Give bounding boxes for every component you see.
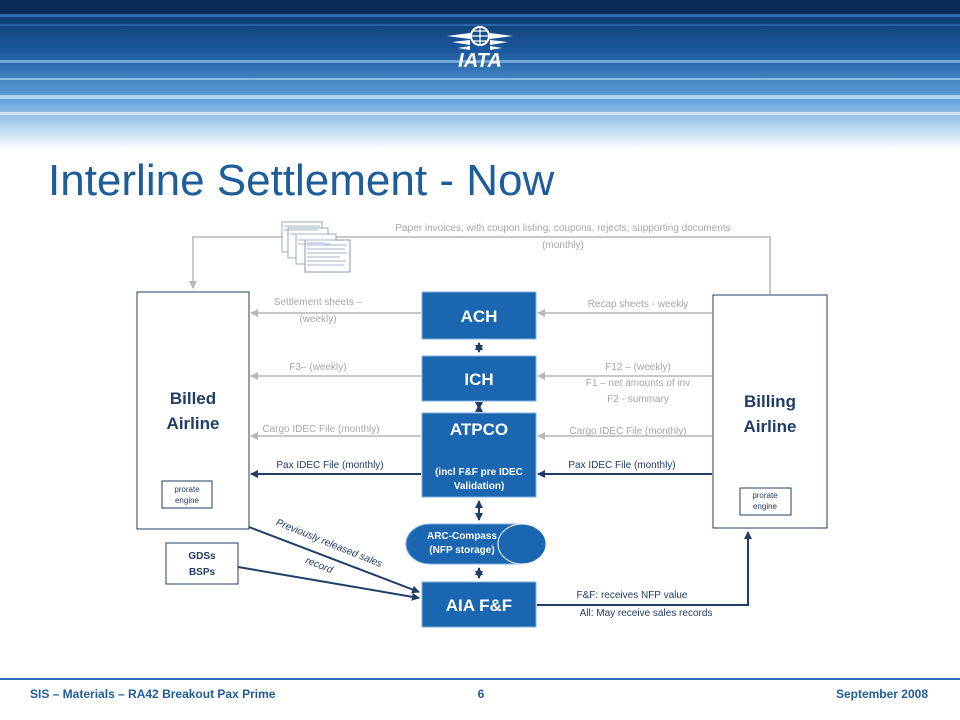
atpco-sub-label: (incl F&F pre IDEC [435, 467, 523, 478]
slide-title: Interline Settlement - Now [48, 156, 555, 205]
pax-idec-left-label: Pax IDEC File (monthly) [276, 460, 383, 471]
prorate-engine-label-right: prorate [752, 491, 778, 500]
paper-invoices-connector [189, 236, 771, 294]
f2-label: F2 - summary [607, 394, 669, 405]
pax-idec-right-label: Pax IDEC File (monthly) [568, 460, 675, 471]
aia-ff-label: AIA F&F [446, 596, 512, 615]
settlement-sheets-period: (weekly) [299, 314, 336, 325]
prorate-engine-box-right [739, 487, 792, 516]
ich-box: ICH [421, 355, 537, 402]
ff-receives-label: F&F: receives NFP value [577, 590, 688, 601]
atpco-sub-label-2: Validation) [454, 481, 505, 492]
iata-logo-icon [447, 26, 513, 50]
prorate-engine-label-left: prorate [174, 485, 200, 494]
arc-compass-storage: ARC-Compass (NFP storage) [405, 523, 547, 565]
billing-airline-box: Billing Airline prorate engine [712, 294, 828, 529]
billed-airline-label-2: Airline [167, 414, 220, 433]
billed-airline-box: Billed Airline prorate engine [136, 291, 250, 530]
bsp-label: BSPs [189, 567, 216, 578]
atpco-box: ATPCO (incl F&F pre IDEC Validation) [421, 412, 537, 498]
footer-date: September 2008 [836, 687, 928, 701]
paper-invoices-label: Paper invoices, with coupon listing, cou… [395, 223, 730, 234]
gds-bsp-box: GDSs BSPs [165, 542, 239, 585]
header-banner: IATA [0, 0, 960, 150]
cargo-idec-right-label: Cargo IDEC File (monthly) [569, 426, 686, 437]
atpco-label: ATPCO [450, 420, 508, 439]
billing-airline-label-2: Airline [744, 417, 797, 436]
f1-label: F1 – net amounts of inv [586, 378, 691, 389]
prorate-engine-label-right-2: engine [753, 502, 778, 511]
footer: SIS – Materials – RA42 Breakout Pax Prim… [0, 678, 960, 701]
logo-text: IATA [458, 50, 502, 72]
ach-label: ACH [461, 307, 498, 326]
settlement-sheets-label: Settlement sheets – [274, 297, 363, 308]
prorate-engine-box-left [161, 480, 213, 509]
gray-flow-arrows [250, 309, 712, 440]
aia-ff-box: AIA F&F [421, 581, 537, 628]
arc-compass-label-2: (NFP storage) [429, 545, 494, 556]
cargo-idec-left-label: Cargo IDEC File (monthly) [262, 424, 379, 435]
dark-flow-arrows [237, 470, 752, 606]
ach-box: ACH [421, 291, 537, 340]
billed-airline-label: Billed [170, 389, 216, 408]
footer-left-text: SIS – Materials – RA42 Breakout Pax Prim… [30, 687, 276, 701]
ich-label: ICH [464, 370, 493, 389]
recap-sheets-label: Recap sheets - weekly [588, 299, 689, 310]
ff-all-label: All: May receive sales records [580, 608, 713, 619]
paper-invoices-period: (monthly) [542, 240, 584, 251]
billing-airline-label: Billing [744, 392, 796, 411]
arc-compass-label: ARC-Compass [427, 531, 497, 542]
prorate-engine-label-left-2: engine [175, 496, 200, 505]
gds-label: GDSs [188, 551, 216, 562]
f12-label: F12 – (weekly) [605, 362, 671, 373]
footer-page-number: 6 [478, 687, 485, 701]
f3-label: F3– (weekly) [289, 362, 346, 373]
document-stack-icon [281, 221, 351, 273]
